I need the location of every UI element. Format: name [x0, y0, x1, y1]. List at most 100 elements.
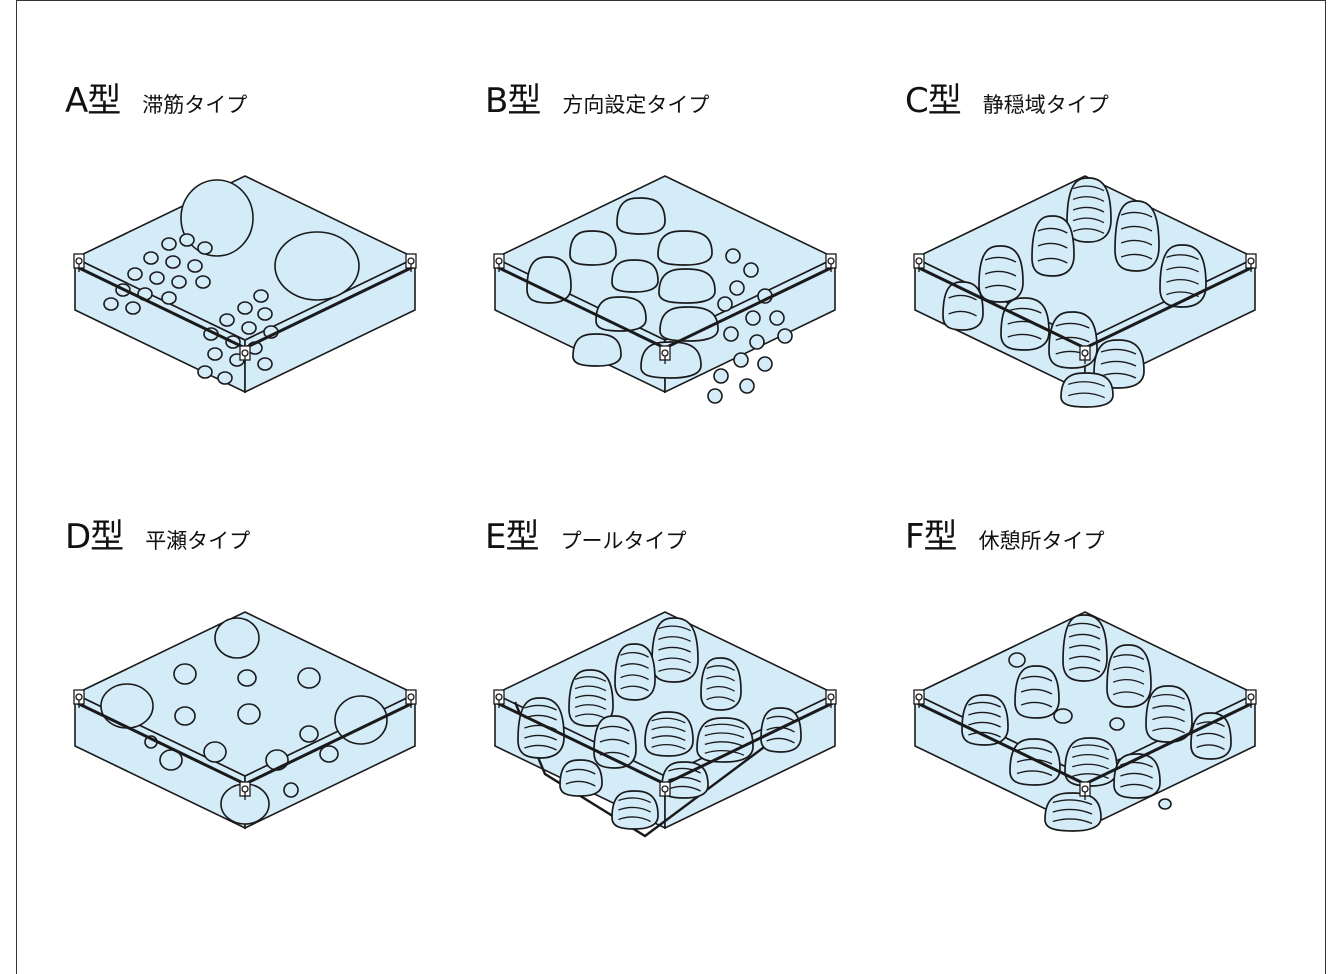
boulder-contour: [706, 696, 735, 703]
boulder-contour: [1112, 654, 1145, 660]
boulder-contour: [620, 685, 649, 692]
stone: [283, 782, 299, 798]
boulder-contour: [651, 717, 686, 724]
boulder-contour: [1072, 217, 1105, 224]
boulder-contour: [651, 744, 686, 750]
anchor-hook-icon: [405, 689, 417, 708]
large-stone: [100, 683, 154, 729]
boulder-contour: [658, 636, 691, 642]
anchor-hook-icon: [1079, 781, 1091, 800]
small-stone: [127, 267, 143, 281]
small-stone: [769, 310, 785, 326]
small-stone: [241, 321, 257, 335]
boulder-contour: [984, 256, 1017, 263]
small-stone: [1109, 717, 1125, 731]
boulder-contour: [658, 668, 691, 674]
boulder: [644, 711, 694, 757]
boulder: [658, 268, 716, 304]
small-stone: [165, 255, 181, 269]
boulder-contour: [599, 725, 630, 732]
boulder-contour: [1068, 392, 1105, 399]
small-stone: [725, 248, 741, 264]
boulder-contour: [1020, 701, 1053, 708]
stone: [203, 741, 227, 763]
small-stone: [739, 378, 755, 394]
anchor-hook-icon: [493, 689, 505, 708]
boulder-contour: [524, 704, 557, 711]
boulder-contour: [1152, 727, 1185, 734]
boulder: [611, 259, 659, 293]
boulder-contour: [1072, 185, 1105, 192]
boulder-contour: [618, 816, 651, 823]
boulder-contour: [618, 806, 651, 813]
small-stone: [713, 368, 729, 384]
type-subtitle: 滞筋タイプ: [142, 93, 248, 117]
boulder-contour: [1166, 254, 1199, 260]
boulder-contour: [1120, 783, 1153, 790]
stone: [237, 703, 261, 725]
type-subtitle: 方向設定タイプ: [562, 93, 710, 117]
small-stone: [179, 233, 195, 247]
block-illustration-d: [73, 611, 417, 830]
small-stone: [257, 307, 273, 321]
boulder-contour: [668, 767, 701, 774]
boulder-contour: [1112, 691, 1145, 698]
boulder-contour: [651, 726, 686, 733]
small-stone: [161, 237, 177, 251]
boulder: [1106, 644, 1152, 708]
panel-label: F型休憩所タイプ: [905, 509, 1105, 559]
boulder: [640, 341, 702, 379]
boulder-contour: [620, 652, 649, 658]
boulder-contour: [1152, 716, 1185, 723]
boulder-contour: [1100, 360, 1137, 367]
boulder-contour: [968, 721, 1001, 728]
panel-label: C型静穏域タイプ: [905, 73, 1109, 123]
small-stone: [1053, 708, 1073, 724]
boulder-contour: [1120, 253, 1153, 260]
panel-label: B型方向設定タイプ: [485, 73, 709, 123]
anchor-hook-icon: [1245, 253, 1257, 272]
anchor-hook-icon: [239, 345, 251, 364]
boulder-contour: [1072, 773, 1109, 779]
boulder-contour: [706, 686, 735, 692]
boulder-contour: [1100, 348, 1137, 355]
boulder-contour: [574, 676, 607, 682]
small-stone: [197, 365, 213, 379]
boulder-contour: [766, 715, 795, 722]
panel-label: A型滞筋タイプ: [65, 73, 247, 123]
stone: [319, 745, 339, 763]
boulder-contour: [948, 294, 977, 301]
boulder: [1060, 372, 1114, 408]
boulder: [657, 230, 713, 266]
boulder-contour: [1166, 279, 1199, 285]
boulder-contour: [706, 675, 735, 682]
small-stone: [749, 334, 765, 350]
small-stone: [1158, 798, 1172, 810]
small-stone: [237, 301, 253, 315]
small-stone: [187, 259, 203, 273]
boulder: [651, 617, 699, 683]
small-stone: [195, 275, 211, 289]
boulder-contour: [565, 780, 596, 787]
boulder-contour: [1037, 257, 1068, 264]
anchor-hook-icon: [1079, 345, 1091, 364]
boulder-contour: [1072, 206, 1105, 213]
large-stone: [180, 179, 254, 257]
anchor-hook-icon: [73, 689, 85, 708]
anchor-hook-icon: [73, 253, 85, 272]
stone: [173, 663, 197, 685]
boulder-contour: [1120, 211, 1153, 218]
boulder-contour: [706, 665, 735, 671]
boulder-contour: [1112, 679, 1145, 685]
small-stone: [729, 280, 745, 296]
boulder-contour: [620, 674, 649, 681]
boulder: [700, 657, 742, 711]
anchor-hook-icon: [825, 689, 837, 708]
boulder-contour: [968, 701, 1001, 708]
small-stone: [723, 326, 739, 342]
small-stone: [743, 262, 759, 278]
boulder: [616, 197, 666, 235]
boulder-contour: [658, 646, 691, 653]
small-stone: [707, 388, 723, 404]
boulder-contour: [658, 657, 691, 664]
